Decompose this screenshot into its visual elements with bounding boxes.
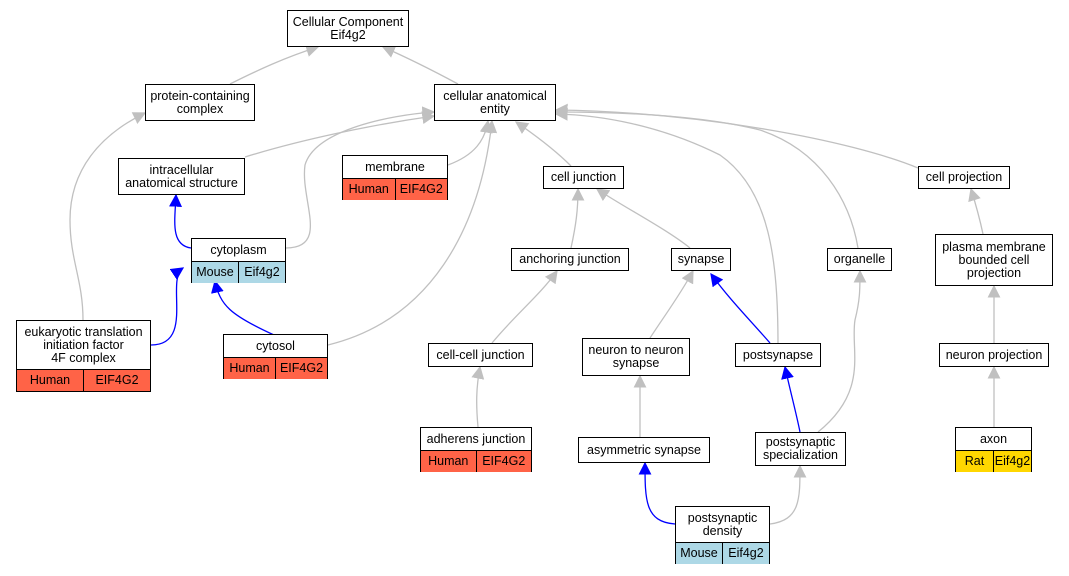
gene-badge: Eif4g2 (993, 451, 1031, 472)
edge-postsynapse-to-synapse (710, 272, 771, 344)
node-synapse[interactable]: synapse (671, 248, 731, 271)
edge-synapse-to-cell-junction (595, 188, 691, 249)
node-label: Cellular Component Eif4g2 (292, 14, 404, 42)
node-label: synapse (677, 252, 725, 266)
node-cell-projection[interactable]: cell projection (918, 166, 1010, 189)
species-badge: Human (224, 358, 275, 379)
node-label: plasma membrane bounded cell projection (942, 239, 1046, 280)
node-plasma-membrane-bounded-cell-projection[interactable]: plasma membrane bounded cell projection (935, 234, 1053, 286)
node-cell-junction[interactable]: cell junction (543, 166, 624, 189)
edge-neuron-to-neuron-to-synapse (649, 269, 694, 339)
edge-cytoplasm-to-cae (285, 106, 436, 249)
edge-postsynapse-to-cae (554, 107, 779, 347)
edge-cytosol-to-cae (327, 119, 498, 346)
annotation-row: Human EIF4G2 (224, 357, 327, 379)
annotation-row: Human EIF4G2 (17, 369, 150, 391)
node-label: axon (979, 431, 1008, 446)
node-label: neuron projection (945, 347, 1043, 362)
node-label: cytosol (256, 338, 295, 353)
node-label: asymmetric synapse (587, 442, 701, 457)
edge-eif4f-to-protein-complex (69, 112, 147, 321)
species-badge: Mouse (192, 262, 238, 283)
edge-cell-junction-to-cae (514, 121, 572, 167)
edge-psd-to-asymmetric (638, 461, 676, 525)
gene-badge: Eif4g2 (238, 262, 285, 283)
node-label: organelle (833, 252, 886, 266)
edge-pmbcp-to-cell-projection (968, 187, 984, 235)
edge-cytoplasm-to-intracellular (169, 193, 192, 249)
node-protein-containing-complex[interactable]: protein-containing complex (145, 84, 255, 121)
node-cellular-anatomical-entity[interactable]: cellular anatomical entity (434, 84, 556, 121)
annotation-row: Human EIF4G2 (343, 178, 447, 200)
node-label: eukaryotic translation initiation factor… (24, 324, 143, 365)
node-label: intracellular anatomical structure (125, 162, 238, 190)
edge-membrane-to-cae (447, 119, 493, 166)
node-label: neuron to neuron synapse (588, 343, 684, 370)
edge-anchoring-junction-to-cell-junction (570, 187, 585, 249)
species-badge: Human (343, 179, 395, 200)
annotation-row: Mouse Eif4g2 (676, 542, 769, 564)
annotation-row: Human EIF4G2 (421, 450, 531, 472)
annotation-row: Rat Eif4g2 (956, 450, 1031, 472)
edge-cell-projection-to-cae (554, 103, 919, 169)
node-label: adherens junction (426, 431, 526, 446)
species-badge: Human (17, 370, 83, 391)
gene-badge: EIF4G2 (83, 370, 150, 391)
node-cytoplasm[interactable]: cytoplasm Mouse Eif4g2 (191, 238, 286, 283)
annotation-row: Mouse Eif4g2 (192, 261, 285, 283)
edge-postsyn-spec-to-organelle (817, 269, 867, 433)
edge-cae-to-root (381, 45, 459, 85)
node-label: cell projection (925, 170, 1003, 184)
node-label: cytoplasm (210, 242, 267, 257)
edge-postsyn-spec-to-postsynapse (781, 365, 801, 433)
node-label: cell junction (550, 170, 617, 184)
node-postsynaptic-density[interactable]: postsynaptic density Mouse Eif4g2 (675, 506, 770, 564)
node-label: membrane (365, 159, 425, 174)
edge-protein-complex-to-root (229, 44, 320, 85)
node-label: cellular anatomical entity (443, 88, 547, 116)
node-organelle[interactable]: organelle (827, 248, 892, 271)
node-label: cell-cell junction (436, 347, 525, 362)
gene-badge: EIF4G2 (394, 179, 447, 200)
node-postsynaptic-specialization[interactable]: postsynaptic specialization (755, 432, 846, 466)
edge-eif4f-to-cytoplasm (150, 267, 185, 346)
node-anchoring-junction[interactable]: anchoring junction (511, 248, 629, 271)
edge-psd-to-postsyn-spec (769, 464, 807, 525)
gene-badge: EIF4G2 (275, 358, 327, 379)
node-eukaryotic-translation-initiation-factor-4f-complex[interactable]: eukaryotic translation initiation factor… (16, 320, 151, 392)
species-badge: Human (421, 451, 476, 472)
node-label: protein-containing complex (150, 88, 250, 116)
node-adherens-junction[interactable]: adherens junction Human EIF4G2 (420, 427, 532, 472)
edge-adherens-to-cell-cell-junction (471, 365, 485, 428)
species-badge: Mouse (676, 543, 722, 564)
gene-badge: EIF4G2 (475, 451, 531, 472)
species-badge: Rat (956, 451, 993, 472)
node-label: postsynaptic density (687, 510, 758, 538)
node-intracellular-anatomical-structure[interactable]: intracellular anatomical structure (118, 158, 245, 195)
node-postsynapse[interactable]: postsynapse (735, 343, 821, 367)
node-label: postsynaptic specialization (762, 435, 839, 462)
node-neuron-projection[interactable]: neuron projection (939, 343, 1049, 367)
node-cellular-component-root[interactable]: Cellular Component Eif4g2 (287, 10, 409, 47)
node-cell-cell-junction[interactable]: cell-cell junction (428, 343, 533, 367)
edge-intracellular-to-cae (244, 111, 436, 158)
node-label: anchoring junction (519, 252, 621, 266)
gene-badge: Eif4g2 (722, 543, 769, 564)
edge-organelle-to-cae (554, 105, 859, 249)
edge-cell-cell-junction-to-anchoring (491, 269, 558, 344)
node-cytosol[interactable]: cytosol Human EIF4G2 (223, 334, 328, 379)
edge-cytosol-to-cytoplasm (211, 279, 275, 336)
node-label: postsynapse (742, 347, 814, 362)
node-asymmetric-synapse[interactable]: asymmetric synapse (578, 437, 710, 463)
node-axon[interactable]: axon Rat Eif4g2 (955, 427, 1032, 472)
node-membrane[interactable]: membrane Human EIF4G2 (342, 155, 448, 200)
node-neuron-to-neuron-synapse[interactable]: neuron to neuron synapse (582, 338, 690, 376)
